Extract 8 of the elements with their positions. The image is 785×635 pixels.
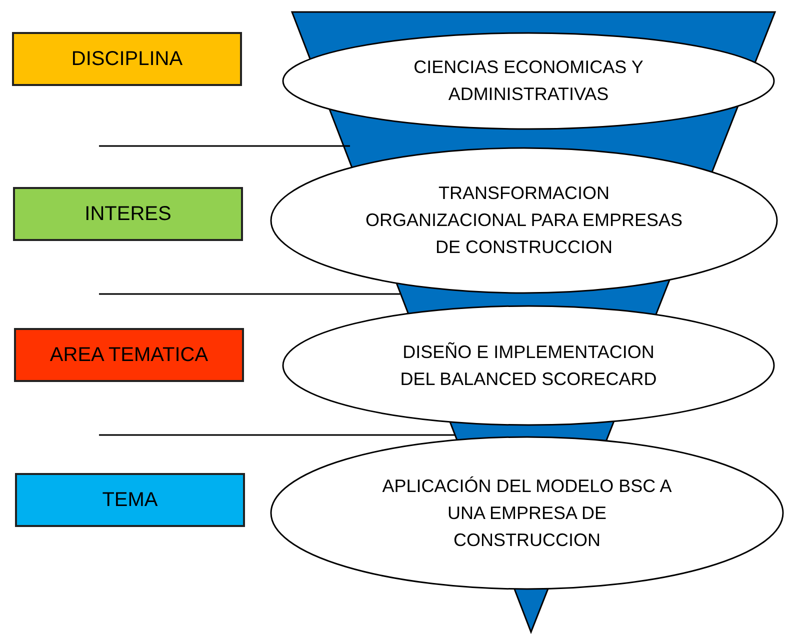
ellipse-text: CIENCIAS ECONOMICAS Y ADMINISTRATIVAS — [412, 56, 644, 106]
category-box: TEMA — [15, 473, 245, 527]
category-box: DISCIPLINA — [12, 32, 242, 86]
category-box: INTERES — [13, 187, 243, 241]
category-box: AREA TEMATICA — [14, 328, 244, 382]
ellipse-text: APLICACIÓN DEL MODELO BSC A UNA EMPRESA DE CONSTRUCCION — [381, 474, 673, 552]
ellipse-text: DISEÑO E IMPLEMENTACION DEL BALANCED SCORECARD — [399, 340, 658, 390]
ellipse-text: TRANSFORMACION ORGANIZACIONAL PARA EMPRESAS DE CONSTRUCCION — [364, 182, 684, 259]
